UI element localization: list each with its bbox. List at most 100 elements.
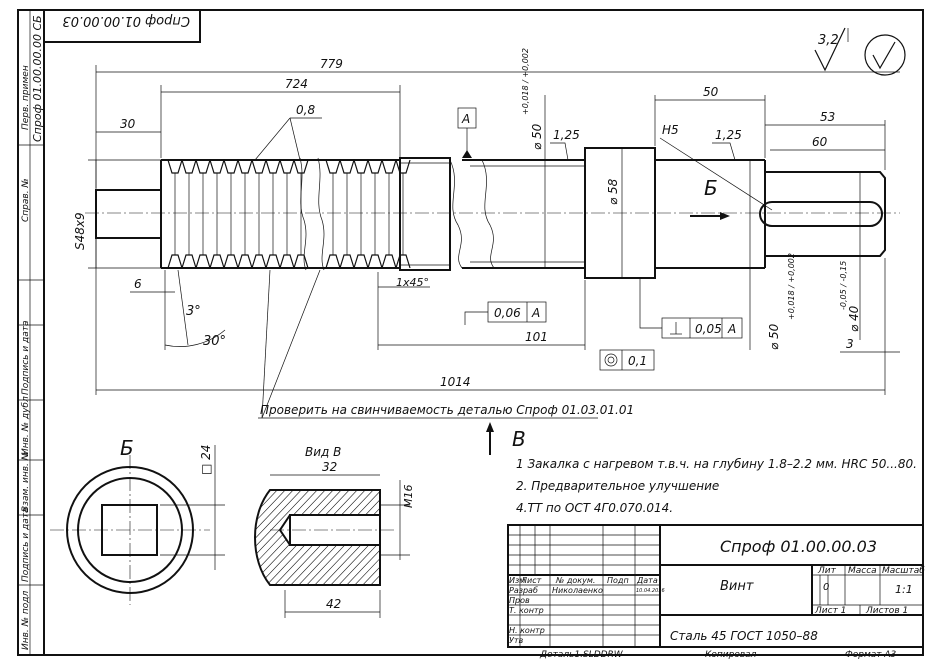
note-2: 2. Предварительное улучшение xyxy=(516,479,719,493)
stamp-col-list: Лист xyxy=(520,576,542,585)
hatch-line xyxy=(285,490,380,585)
sheet-frame xyxy=(17,9,924,656)
hatch-line xyxy=(255,490,339,585)
chamfer-section xyxy=(399,157,451,271)
stamp-lit-header: Лит xyxy=(817,566,837,576)
thread-tooth-top xyxy=(279,159,295,174)
view-v-label: Вид В xyxy=(305,445,341,459)
stamp-part-name: Винт xyxy=(720,579,754,594)
stamp-lit-value: 0 xyxy=(823,582,829,593)
note-1: 1 Закалка с нагревом т.в.ч. на глубину 1… xyxy=(516,457,917,471)
hatch-line xyxy=(255,490,315,585)
dim-dia-50-left: ⌀ 50 xyxy=(530,123,544,150)
datum-a-letter: A xyxy=(461,112,470,126)
thread-tooth-top xyxy=(237,159,253,174)
hatch-line xyxy=(349,490,380,585)
thread-tooth-top xyxy=(325,159,341,174)
thread-tooth-bottom xyxy=(209,254,225,269)
view-letter-v: В xyxy=(512,427,526,451)
thread-tooth-top xyxy=(181,159,197,174)
thread-tooth-bottom xyxy=(293,254,309,269)
shaft-right-end xyxy=(765,171,886,257)
thread-tooth-top xyxy=(265,159,281,174)
view-v-dim-42: 42 xyxy=(326,597,341,611)
stamp-sheet: Лист 1 xyxy=(814,606,846,616)
thread-tooth-bottom xyxy=(181,254,197,269)
hatch-line xyxy=(255,490,299,585)
hatch-line xyxy=(255,490,347,585)
side-perv-primen: Перв. примен xyxy=(21,65,31,130)
dim-60: 60 xyxy=(812,135,828,149)
side-podp-data-2: Подпись и дата xyxy=(21,507,31,582)
thread-break-2 xyxy=(317,157,325,271)
roughness-general-mark: 3,2 xyxy=(814,27,906,76)
stamp-role-tkontr: Т. контр xyxy=(509,606,544,615)
thread-tooth-bottom xyxy=(251,254,267,269)
tol-perp-ref: A xyxy=(727,322,736,336)
thread-tooth-bottom xyxy=(325,254,341,269)
dim-dia-50-right: ⌀ 50 xyxy=(767,323,781,350)
tol-coax: 0,1 xyxy=(628,354,647,368)
dim-30: 30 xyxy=(120,117,136,131)
dim-dia-40: ⌀ 40 xyxy=(847,305,861,332)
stamp-role-nkontr: Н. контр xyxy=(509,626,545,635)
hatch-line xyxy=(309,490,380,585)
dim-3: 3 xyxy=(846,337,854,351)
thread-tooth-bottom xyxy=(195,254,211,269)
dim-pitch: 0,8 xyxy=(296,103,315,117)
hatch-line xyxy=(277,490,379,585)
hatch-line xyxy=(333,490,380,585)
stamp-date: 10.04.2016 xyxy=(636,588,665,594)
stamp-role-prov: Пров xyxy=(509,596,530,605)
stamp-scale-value: 1:1 xyxy=(895,583,913,596)
note-3: 4.ТТ по ОСТ 4Г0.070.014. xyxy=(516,501,673,515)
dim-dia-50-right-tol: +0,018 / +0,002 xyxy=(787,253,796,320)
tol-runout-ref: A xyxy=(531,306,540,320)
footer-left: Деталь1.SLDDRW xyxy=(539,650,624,660)
dim-thread-s48: S48x9 xyxy=(73,212,87,250)
thread-tooth-bottom xyxy=(265,254,281,269)
thread-teeth xyxy=(167,159,411,269)
footer-right: Формат А3 xyxy=(845,650,897,660)
shaft-main-view: Б A xyxy=(85,107,900,279)
dimensions: 779 724 0,8 30 S48x9 6 3° 30° 1x45° xyxy=(73,48,900,395)
shaft-break-2 xyxy=(481,159,495,269)
stamp-role-razrab: Разраб xyxy=(509,586,538,595)
thread-tooth-bottom xyxy=(167,254,183,269)
thread-tooth-bottom xyxy=(237,254,253,269)
section-letter-b: Б xyxy=(704,176,718,200)
title-block: Спроф 01.00.00.03 Винт Сталь 45 ГОСТ 105… xyxy=(507,524,925,660)
thread-break-1 xyxy=(299,157,307,271)
hatch-line xyxy=(150,485,250,590)
dim-724: 724 xyxy=(285,77,308,91)
thread-tooth-top xyxy=(381,159,397,174)
stamp-developer: Николаенко xyxy=(552,586,603,595)
thread-tooth-top xyxy=(167,159,183,174)
side-perv-code: Спроф 01.00.00.00 СБ xyxy=(31,15,44,142)
thread-tooth-top xyxy=(195,159,211,174)
dim-chamfer: 1x45° xyxy=(396,276,429,289)
hatch-line xyxy=(255,490,331,585)
thread-tooth-top xyxy=(395,159,411,174)
section-b-square: □ 24 xyxy=(199,445,213,475)
hatch-line xyxy=(255,490,291,585)
keyway xyxy=(759,201,883,227)
side-inv-dubl: Инв. № дубл xyxy=(21,396,31,455)
shaft-left-end xyxy=(95,189,162,239)
dim-101: 101 xyxy=(525,330,548,344)
label-h5: H5 xyxy=(662,123,679,137)
thread-tooth-top xyxy=(339,159,355,174)
rough-125-left: 1,25 xyxy=(553,128,580,142)
hatch-line xyxy=(406,485,506,590)
hatch-line xyxy=(357,490,380,585)
hatch-line xyxy=(255,490,323,585)
dim-6: 6 xyxy=(134,277,142,291)
section-b-view: Б □ 24 xyxy=(50,436,225,605)
thread-tooth-top xyxy=(251,159,267,174)
hatch-line xyxy=(255,490,275,585)
top-code-box xyxy=(43,9,201,43)
thread-tooth-top xyxy=(209,159,225,174)
roughness-value: 3,2 xyxy=(818,33,839,48)
tol-runout: 0,06 xyxy=(494,306,521,320)
thread-tooth-bottom xyxy=(223,254,239,269)
